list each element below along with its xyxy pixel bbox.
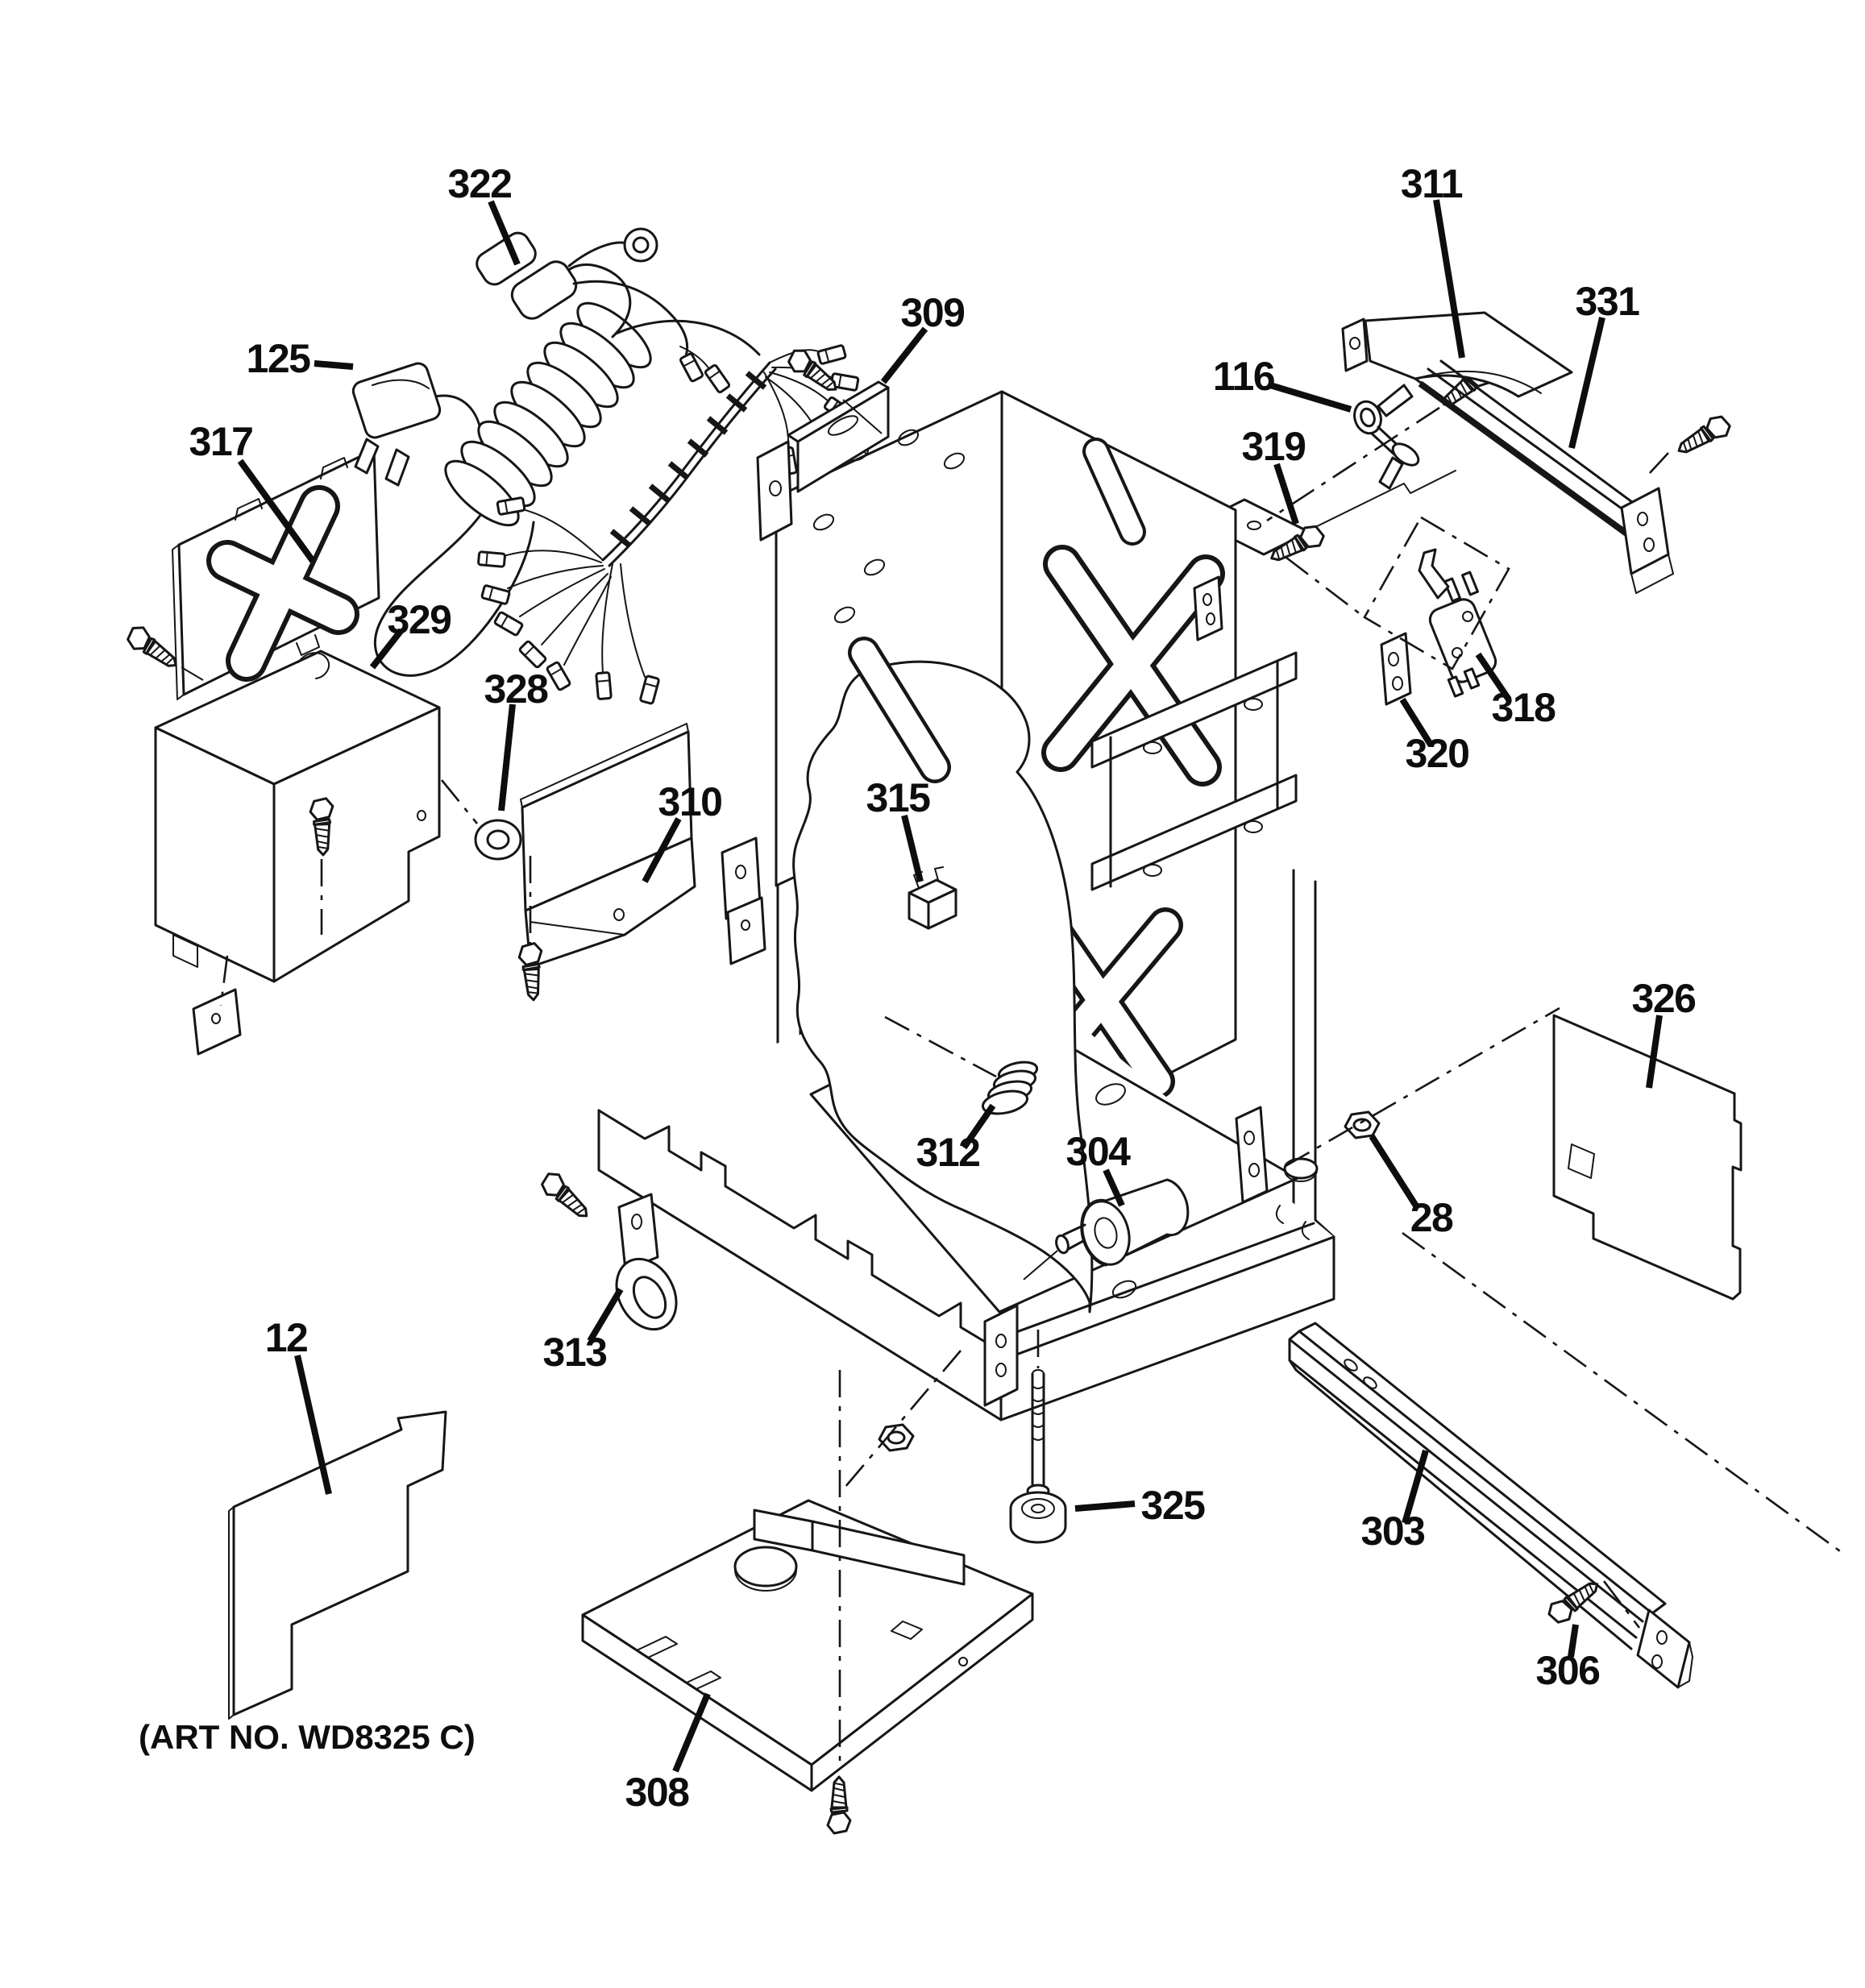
part-label-309: 309 [901,290,965,335]
art-number: (ART NO. WD8325 C) [139,1718,476,1756]
base-frame [536,1106,1335,1421]
part-label-308: 308 [625,1770,690,1815]
part-label-303: 303 [1361,1509,1425,1554]
part-label-325: 325 [1141,1483,1206,1528]
part-label-329: 329 [388,597,451,642]
part-label-322: 322 [448,161,512,206]
part-309-rail-bracket [756,344,890,542]
part-label-311: 311 [1401,161,1463,206]
part-label-317: 317 [189,419,253,464]
leader-line-310 [642,817,682,883]
part-label-326: 326 [1632,976,1696,1021]
part-label-331: 331 [1576,279,1640,324]
leader-line-329 [369,628,405,670]
part-label-328: 328 [484,666,549,712]
leader-line-303 [1402,1449,1429,1525]
part-label-125: 125 [247,336,311,381]
part-313-caster [615,1193,678,1331]
part-label-320: 320 [1406,731,1469,776]
part-317-access-panel [122,448,380,700]
part-label-310: 310 [658,779,722,824]
part-322-wire-harness [373,227,860,706]
leader-line-311 [1433,199,1465,359]
part-label-306: 306 [1536,1648,1600,1693]
part-125-power-cord-plug [351,362,442,487]
leader-line-116 [1269,382,1352,413]
leader-line-304 [1103,1168,1125,1207]
leader-line-28 [1369,1134,1420,1210]
part-label-312: 312 [916,1130,980,1175]
part-303-rail [1288,1322,1693,1689]
part-325-leveling-leg [1009,1369,1067,1544]
leader-line-12 [294,1355,332,1495]
part-label-319: 319 [1242,424,1306,469]
leader-line-306 [1568,1624,1579,1658]
part-labels: 322 125 317 309 311 331 116 319 329 328 310 318 320 3… [189,161,1697,1815]
part-label-28: 28 [1410,1195,1453,1240]
part-304-motor [1023,1178,1190,1280]
leader-line-125 [314,360,354,370]
part-label-304: 304 [1066,1129,1132,1174]
part-308-insulation-pad [581,1499,1034,1835]
part-label-318: 318 [1492,685,1556,730]
part-328-grommet [474,819,522,861]
leader-line-322 [488,200,521,266]
coiled-cord [444,301,652,527]
leader-line-331 [1568,317,1605,449]
part-329-cover-box [154,650,441,1056]
leader-line-313 [587,1287,624,1343]
part-label-12: 12 [265,1315,308,1360]
leader-line-320 [1399,697,1434,747]
leader-line-308 [672,1692,711,1773]
leader-line-312 [961,1103,996,1150]
leader-line-318 [1475,652,1512,702]
part-label-315: 315 [866,775,931,820]
leader-line-319 [1273,463,1299,525]
leader-line-317 [237,459,316,563]
alignment-dash-lines [219,406,1846,1762]
part-320-plate [1380,632,1412,706]
tub-outline [792,637,1094,1314]
part-label-116: 116 [1213,354,1274,399]
leader-line-309 [880,326,928,384]
leader-line-325 [1074,1500,1136,1512]
part-331-support-bracket [1341,311,1734,594]
part-326-side-panel [1552,1014,1742,1301]
part-116-wing-clip [1353,384,1420,490]
part-12-panel [228,1410,447,1720]
harness-wrap-bands [609,371,767,548]
leader-line-328 [498,703,516,811]
leader-line-326 [1646,1015,1663,1089]
part-label-313: 313 [543,1330,607,1375]
leader-line-315 [901,815,924,882]
